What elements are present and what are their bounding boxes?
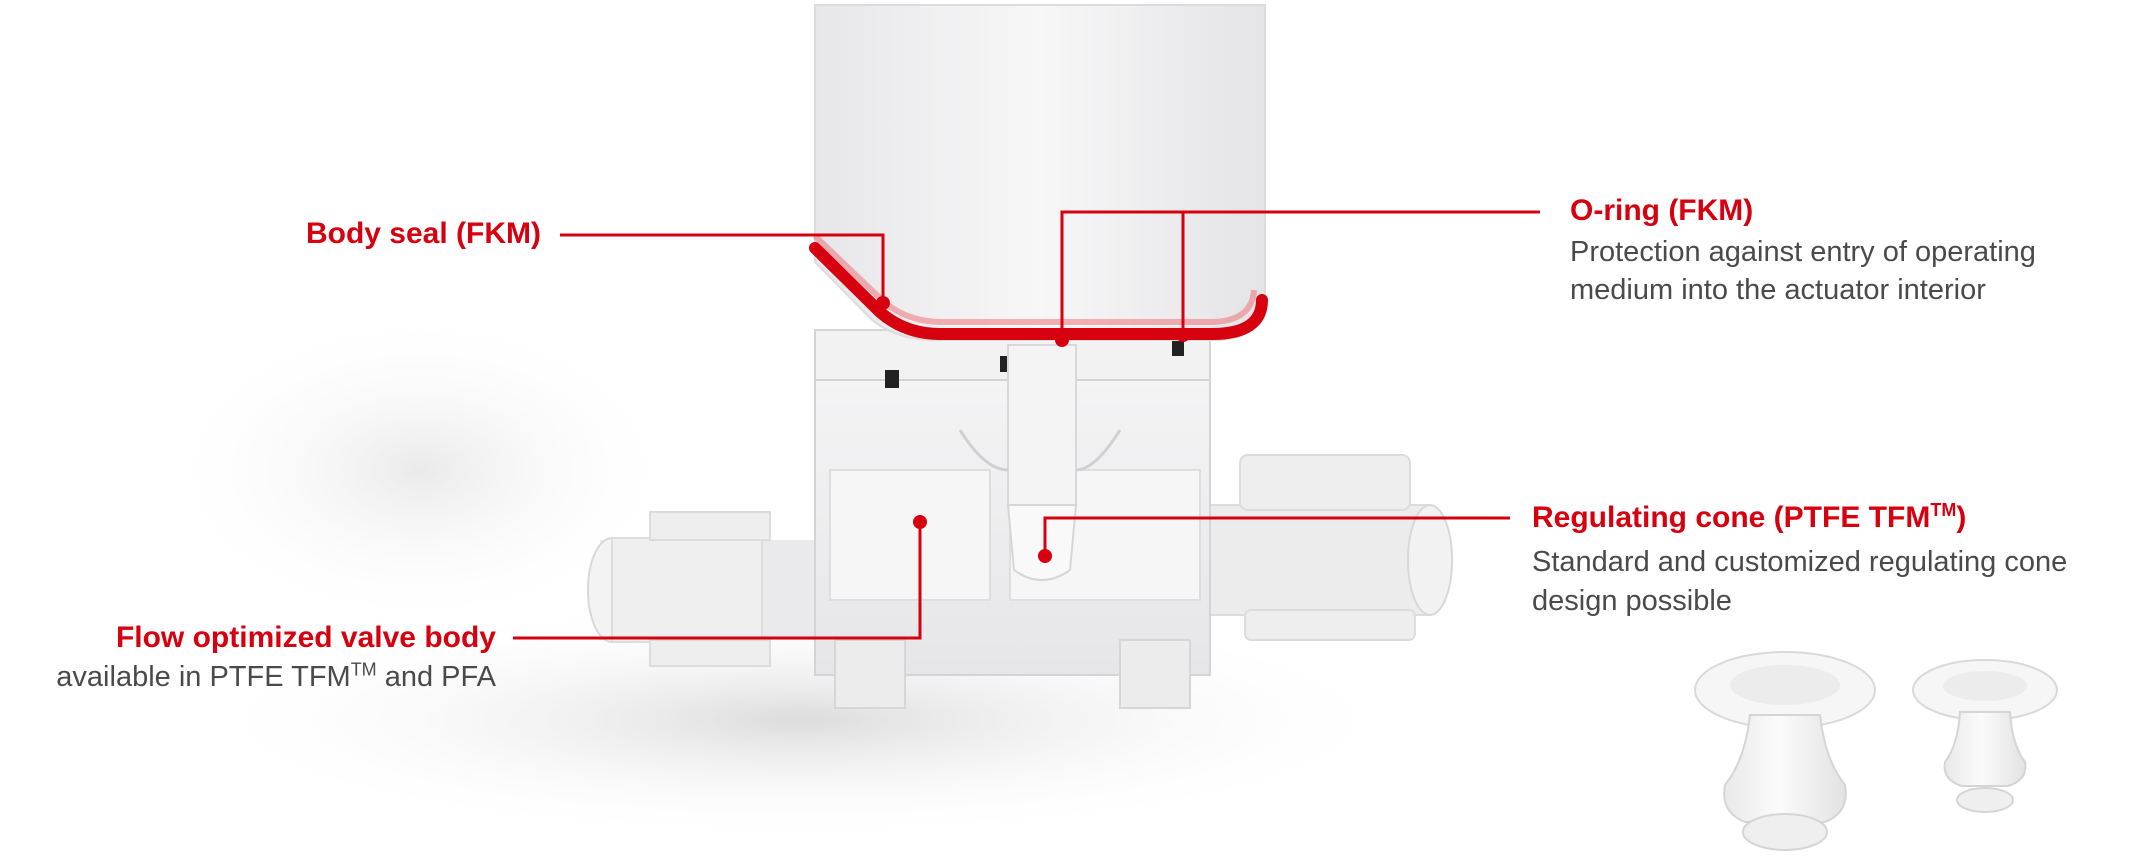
leader-lines (513, 210, 1540, 640)
body-seal-leader (560, 233, 885, 302)
o-ring-dot-1 (1055, 333, 1069, 347)
o-ring-leader (1060, 210, 1540, 340)
valve-body-dot (913, 515, 927, 529)
regulating-cone-desc-line2: design possible (1532, 585, 1732, 617)
regulating-cone-title: Regulating cone (PTFE TFM (1532, 501, 1931, 534)
o-ring-desc-line1: Protection against entry of operating (1570, 236, 2036, 268)
valve-body-label: Flow optimized valve body (115, 621, 496, 654)
o-ring-desc-line2: medium into the actuator interior (1570, 274, 1986, 306)
valve-stem (958, 344, 1122, 581)
regulating-cone-paren: ) (1956, 501, 1967, 534)
valve-body-desc: available in PTFE TFMTM and PFA (56, 660, 496, 695)
o-ring-dot-2 (1176, 328, 1190, 342)
leader-dots (876, 296, 1190, 563)
body-seal-dot (876, 296, 890, 310)
cone-large (1694, 651, 1876, 851)
seal-red-glow (812, 233, 1257, 325)
seal-red-ring (809, 242, 1268, 340)
left-shadow (160, 310, 680, 630)
valve-body-desc-post: and PFA (376, 661, 496, 693)
cone-small (1912, 659, 2058, 813)
regulating-cone-leader (1043, 516, 1510, 555)
regulating-cone-desc-line1: Standard and customized regulating cone (1532, 546, 2068, 578)
body-seal-label: Body seal (FKM) (305, 217, 541, 250)
left-port (587, 511, 840, 667)
regulating-cone-tm: TM (1930, 500, 1957, 520)
valve-body-leader (513, 522, 922, 640)
valve-body-desc-pre: available in PTFE TFM (56, 661, 351, 693)
valve-body-tm: TM (350, 659, 377, 680)
regulating-cone-dot (1038, 549, 1052, 563)
o-ring-label: O-ring (FKM) (1570, 194, 1754, 227)
regulating-cone-label: Regulating cone (PTFE TFMTM) (1532, 500, 1966, 536)
